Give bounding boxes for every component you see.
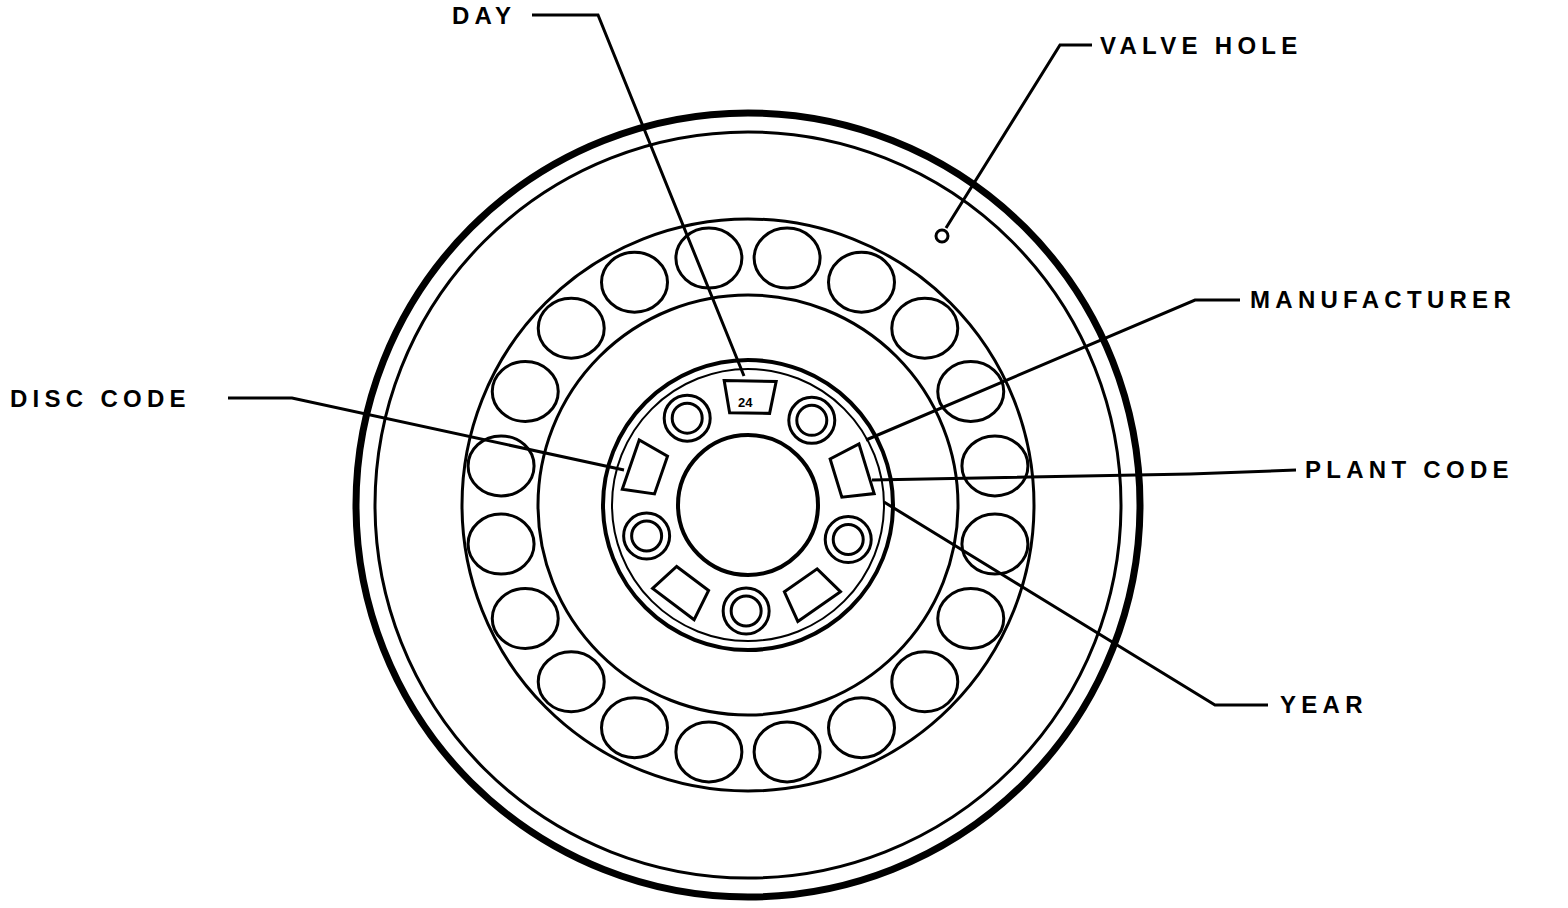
vent-hole	[754, 722, 820, 782]
lug-hole	[731, 596, 761, 626]
vent-hole	[492, 362, 558, 422]
lug-hole	[833, 525, 863, 555]
vent-hole	[676, 228, 742, 288]
vent-hole	[492, 588, 558, 648]
wheel-rim	[356, 113, 1140, 897]
hub-inner-ring	[612, 369, 884, 641]
leader-line	[532, 15, 744, 376]
callout-label: PLANT CODE	[1305, 458, 1514, 482]
lug-seat	[723, 588, 769, 634]
lug-seat	[825, 517, 871, 563]
vent-hole	[676, 722, 742, 782]
callout-label: MANUFACTURER	[1250, 288, 1516, 312]
lug-seat	[789, 397, 835, 443]
rim-flange	[375, 132, 1121, 878]
stamped-code: 24	[738, 396, 752, 409]
disc-outer-ring	[462, 219, 1034, 791]
callout-label: DAY	[452, 4, 516, 28]
valve-hole	[936, 230, 948, 242]
lug-seat	[624, 513, 670, 559]
vent-hole	[938, 588, 1004, 648]
lug-hole	[672, 403, 702, 433]
vent-hole	[962, 436, 1028, 496]
leader-line	[228, 398, 624, 470]
callout-label: DISC CODE	[10, 387, 191, 411]
stamp-pocket	[828, 444, 874, 503]
pocket-outline	[828, 444, 874, 503]
vent-hole	[468, 436, 534, 496]
stamp-pocket	[653, 563, 714, 620]
vent-hole	[538, 298, 604, 358]
lug-hole	[797, 405, 827, 435]
vent-hole	[828, 252, 894, 312]
vent-hole	[892, 652, 958, 712]
stamp-pocket	[779, 565, 840, 621]
callout-label: YEAR	[1280, 693, 1368, 717]
vent-hole	[538, 652, 604, 712]
stamp-pocket	[724, 381, 777, 414]
vent-hole	[468, 514, 534, 574]
vent-hole	[962, 514, 1028, 574]
pocket-outline	[653, 563, 714, 620]
hub-ring	[603, 360, 893, 650]
vent-hole	[938, 362, 1004, 422]
lug-hole	[632, 521, 662, 551]
pocket-outline	[779, 565, 840, 621]
lug-seat	[664, 395, 710, 441]
pocket-outline	[724, 381, 777, 414]
center-bore	[678, 435, 818, 575]
leader-line	[946, 45, 1092, 228]
vent-hole	[602, 252, 668, 312]
leader-line	[872, 470, 1296, 480]
vent-hole	[602, 698, 668, 758]
pocket-outline	[622, 440, 669, 500]
callout-label: VALVE HOLE	[1100, 34, 1303, 58]
stamp-pocket	[622, 440, 669, 500]
vent-hole	[892, 298, 958, 358]
leader-line	[866, 300, 1240, 440]
leader-line	[884, 502, 1268, 705]
disc-inner-ring	[538, 295, 958, 715]
vent-hole	[754, 228, 820, 288]
vent-hole	[828, 698, 894, 758]
